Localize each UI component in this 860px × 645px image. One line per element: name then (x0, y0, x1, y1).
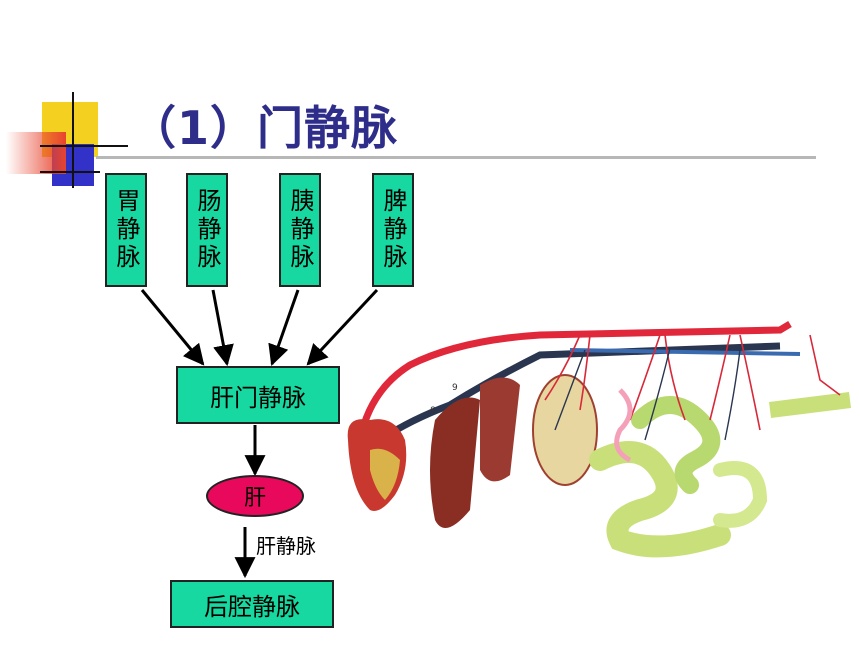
red-fade-square (6, 132, 66, 174)
intestine-vein-box: 肠静脉 (186, 173, 228, 287)
aorta-vessel (356, 320, 792, 441)
spleen-vein-box: 脾静脉 (372, 173, 414, 287)
hepatic-portal-vein-label: 肝门静脉 (210, 383, 306, 412)
hepatic-portal-vein-box: 肝门静脉 (176, 366, 340, 424)
liver-label: 肝 (243, 486, 266, 511)
branch-veins (554, 347, 741, 441)
branch-vessels (544, 334, 841, 431)
title-underline (96, 156, 816, 159)
liver-lobe-2 (480, 377, 520, 482)
spleen-vein-label: 脾静脉 (379, 188, 407, 272)
intestine-coil-2 (631, 396, 721, 494)
blue-vessel (569, 348, 801, 356)
heart-fat (370, 448, 400, 500)
liver-ellipse: 肝 (206, 475, 304, 517)
stomach-vein-box: 胃静脉 (105, 173, 147, 287)
figure-marker-8: 8 (430, 406, 436, 416)
posterior-vena-cava-box: 后腔静脉 (170, 580, 334, 628)
intestine-vein-label: 肠静脉 (193, 188, 221, 272)
anatomy-illustration: 9 8 (347, 320, 851, 558)
slide-title: （1）门静脉 (130, 101, 399, 155)
intestine-coil-1 (589, 441, 731, 558)
posterior-vena-cava-label: 后腔静脉 (204, 592, 300, 621)
liver-lobe-1 (430, 397, 480, 528)
arrow-stomach-to-portal (140, 289, 205, 366)
hepatic-vein-label: 肝静脉 (256, 534, 316, 558)
pink-vessel (614, 388, 633, 463)
stomach-shape (532, 374, 598, 486)
arrow-pancreas-to-portal (268, 289, 300, 366)
figure-marker-9: 9 (452, 383, 458, 393)
arrow-spleen-to-portal (306, 288, 379, 366)
pancreas-vein-label: 胰静脉 (286, 188, 314, 272)
arrow-intestine-to-portal (211, 289, 234, 367)
rectum-segment (769, 392, 851, 418)
corner-decoration (6, 92, 128, 188)
intestine-coil-3 (713, 461, 768, 528)
stomach-vein-label: 胃静脉 (112, 188, 140, 272)
pancreas-vein-box: 胰静脉 (279, 173, 321, 287)
